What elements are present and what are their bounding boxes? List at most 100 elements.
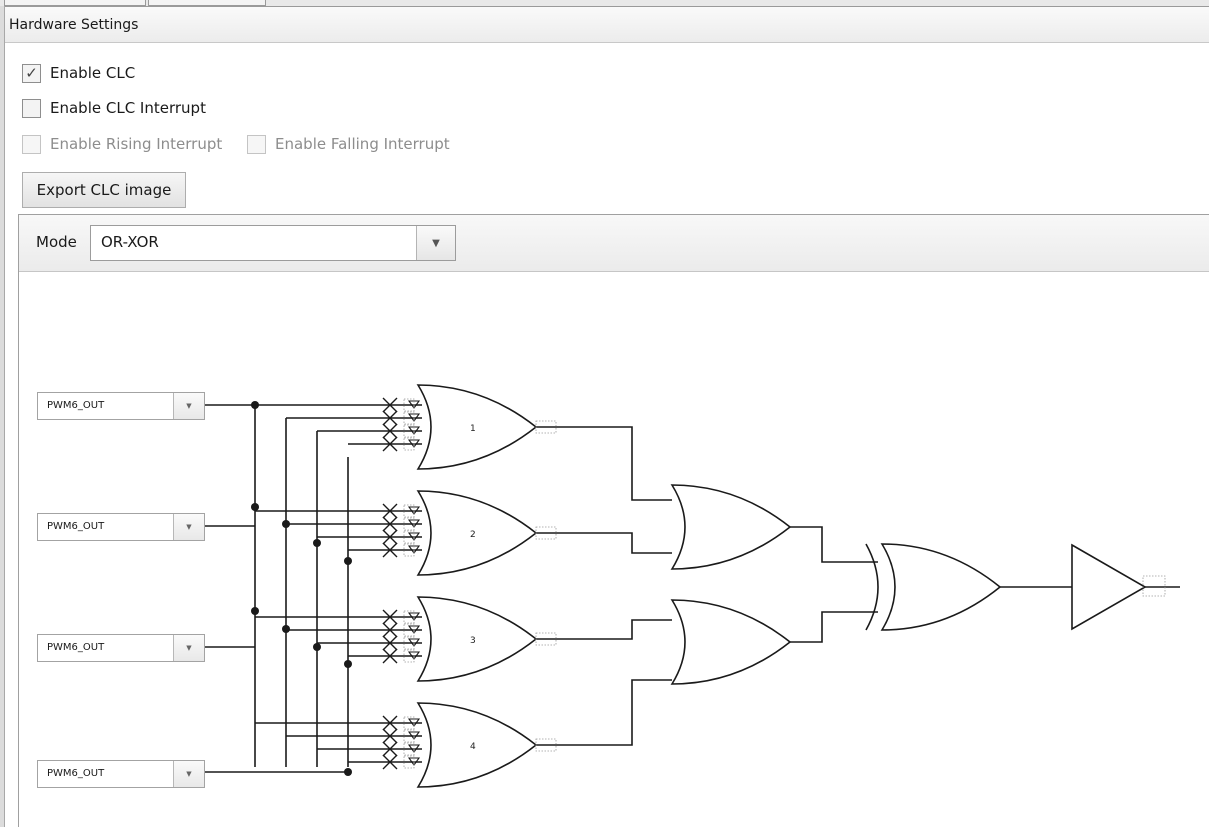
enable-clc-option[interactable]: ✓ Enable CLC xyxy=(22,61,135,85)
crossing-marker xyxy=(382,542,398,558)
chevron-down-icon[interactable]: ▼ xyxy=(173,635,204,661)
enable-falling-interrupt-label: Enable Falling Interrupt xyxy=(275,135,450,153)
tab-stub-2[interactable] xyxy=(148,0,266,6)
g1-to-or-a xyxy=(536,426,672,501)
or-gate-stage2-b xyxy=(670,599,792,685)
clc-diagram-panel xyxy=(18,214,1209,827)
input-select-2[interactable]: PWM6_OUT ▼ xyxy=(37,513,205,541)
output-placeholder-box xyxy=(535,420,557,434)
mode-toolbar: Mode OR-XOR ▼ xyxy=(19,215,1209,272)
crossing-marker xyxy=(382,397,398,413)
junction-dot xyxy=(251,401,259,409)
chevron-down-icon[interactable]: ▼ xyxy=(173,514,204,540)
logic-gates xyxy=(403,384,1166,788)
gate-2-number: 2 xyxy=(470,530,476,540)
crossing-marker xyxy=(382,635,398,651)
g3-to-or-b xyxy=(536,619,672,640)
or-gate-4 xyxy=(416,702,538,788)
or-b-to-xor xyxy=(790,611,878,643)
junction-dot xyxy=(344,660,352,668)
input-select-2-value: PWM6_OUT xyxy=(47,521,105,532)
mode-label: Mode xyxy=(36,233,77,251)
crossing-marker xyxy=(382,622,398,638)
crossing-marker xyxy=(382,609,398,625)
final-output-placeholder-box xyxy=(1142,575,1166,597)
junction-dot xyxy=(344,768,352,776)
input-placeholder-box xyxy=(403,411,415,425)
junction-dot xyxy=(313,643,321,651)
junction-dot xyxy=(313,539,321,547)
crossing-marker xyxy=(382,503,398,519)
or-a-to-xor xyxy=(790,526,878,563)
checkmark-icon: ✓ xyxy=(25,64,38,82)
input-select-1-value: PWM6_OUT xyxy=(47,400,105,411)
xor-back-curve xyxy=(865,543,879,631)
or-gate-1 xyxy=(416,384,538,470)
junction-dot xyxy=(251,607,259,615)
mode-select[interactable]: OR-XOR ▼ xyxy=(90,225,456,261)
enable-clc-interrupt-option[interactable]: Enable CLC Interrupt xyxy=(22,96,206,120)
chevron-down-icon[interactable]: ▼ xyxy=(173,761,204,787)
crossing-marker xyxy=(382,715,398,731)
crossing-marker xyxy=(382,410,398,426)
input-placeholder-box xyxy=(403,610,415,624)
hardware-settings-title: Hardware Settings xyxy=(9,17,139,33)
input-select-4-value: PWM6_OUT xyxy=(47,768,105,779)
input-select-3-value: PWM6_OUT xyxy=(47,642,105,653)
input-placeholder-box xyxy=(403,755,415,769)
enable-falling-interrupt-option: Enable Falling Interrupt xyxy=(247,132,450,156)
enable-rising-interrupt-label: Enable Rising Interrupt xyxy=(50,135,223,153)
gate-4-number: 4 xyxy=(470,742,476,752)
input-placeholder-box xyxy=(403,530,415,544)
gate-3-number: 3 xyxy=(470,636,476,646)
or-gate-3 xyxy=(416,596,538,682)
input-placeholder-box xyxy=(403,623,415,637)
output-buffer xyxy=(1071,543,1147,631)
chevron-down-icon[interactable]: ▼ xyxy=(416,226,455,260)
output-placeholder-box xyxy=(535,632,557,646)
xor-gate xyxy=(880,543,1002,631)
input-placeholder-box xyxy=(403,716,415,730)
mode-select-value: OR-XOR xyxy=(101,233,159,251)
export-clc-image-button[interactable]: Export CLC image xyxy=(22,172,186,208)
tab-stub-1[interactable] xyxy=(4,0,146,6)
input-select-4[interactable]: PWM6_OUT ▼ xyxy=(37,760,205,788)
enable-rising-interrupt-option: Enable Rising Interrupt xyxy=(22,132,222,156)
enable-clc-interrupt-checkbox[interactable] xyxy=(22,98,41,118)
junction-dot xyxy=(251,503,259,511)
enable-rising-interrupt-checkbox xyxy=(22,134,41,154)
g4-to-or-b xyxy=(536,679,672,746)
chevron-down-icon[interactable]: ▼ xyxy=(173,393,204,419)
or-gate-stage2-a xyxy=(670,484,792,570)
junction-dot xyxy=(282,520,290,528)
crossing-marker xyxy=(382,754,398,770)
input-placeholder-box xyxy=(403,729,415,743)
output-placeholder-box xyxy=(535,738,557,752)
enable-clc-interrupt-label: Enable CLC Interrupt xyxy=(50,99,206,117)
input-select-1[interactable]: PWM6_OUT ▼ xyxy=(37,392,205,420)
output-placeholder-box xyxy=(535,526,557,540)
crossing-marker xyxy=(382,648,398,664)
crossing-marker xyxy=(382,436,398,452)
input-placeholder-box xyxy=(403,636,415,650)
g2-to-or-a xyxy=(536,532,672,554)
enable-clc-checkbox[interactable]: ✓ xyxy=(22,63,41,83)
input-placeholder-box xyxy=(403,517,415,531)
gate-1-number: 1 xyxy=(470,424,476,434)
or-gate-2 xyxy=(416,490,538,576)
enable-clc-label: Enable CLC xyxy=(50,64,136,82)
input-placeholder-box xyxy=(403,398,415,412)
input-placeholder-box xyxy=(403,437,415,451)
input-placeholder-box xyxy=(403,742,415,756)
crossing-marker xyxy=(382,516,398,532)
crossing-marker xyxy=(382,728,398,744)
crossing-marker xyxy=(382,741,398,757)
input-placeholder-box xyxy=(403,543,415,557)
enable-falling-interrupt-checkbox xyxy=(247,134,266,154)
junction-dot xyxy=(282,625,290,633)
input-select-3[interactable]: PWM6_OUT ▼ xyxy=(37,634,205,662)
crossing-marker xyxy=(382,529,398,545)
gate-number-labels: 1 2 3 4 xyxy=(470,424,476,752)
input-placeholder-box xyxy=(403,424,415,438)
